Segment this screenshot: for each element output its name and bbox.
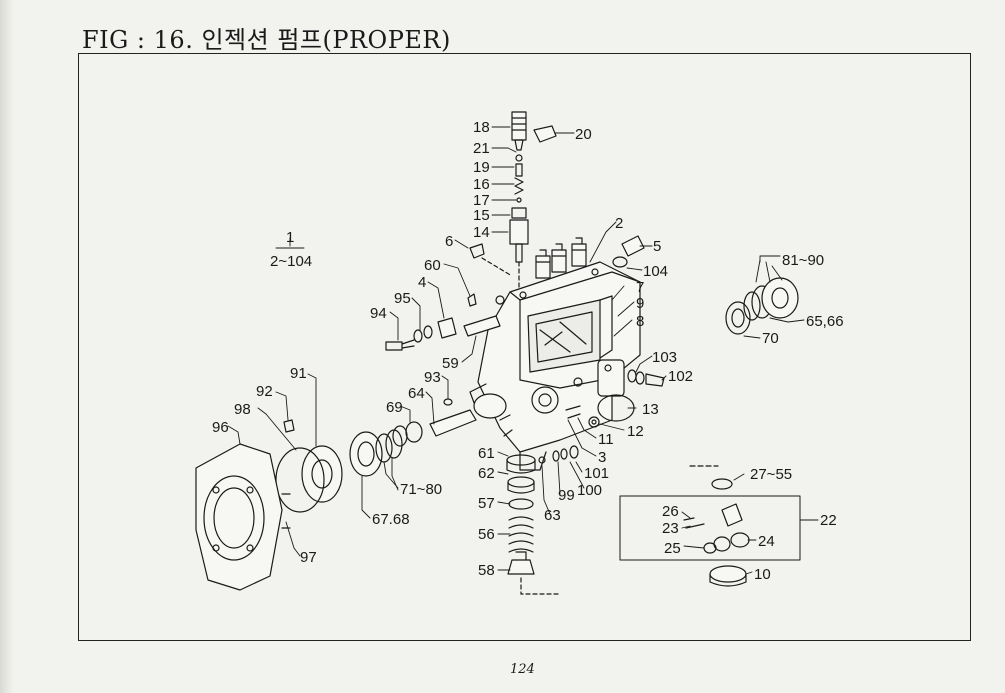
delivery-valve-holders [535,237,587,279]
callout-71-80: 71~80 [400,481,442,498]
callout-22: 22 [820,512,837,529]
callout-18: 18 [473,119,490,136]
callout-56: 56 [478,526,495,543]
page-number: 124 [510,662,535,677]
figure-title: FIG : 16. 인젝션 펌프(PROPER) [82,26,451,54]
callout-96: 96 [212,419,229,436]
bearing-rings [349,429,403,477]
callout-104: 104 [643,263,668,280]
callout-17: 17 [473,192,490,209]
callout-100: 100 [577,482,602,499]
callout-95: 95 [394,290,411,307]
callout-21: 21 [473,140,490,157]
callout-94: 94 [370,305,387,322]
callout-81-90: 81~90 [782,252,824,269]
callout-63: 63 [544,507,561,524]
callout-2: 2 [615,215,623,232]
part-6-screw [469,243,485,259]
callout-101: 101 [584,465,609,482]
callout-20: 20 [575,126,592,143]
callout-91: 91 [290,365,307,382]
callout-12: 12 [627,423,644,440]
callout-19: 19 [473,159,490,176]
nozzle-holder-stack [509,111,557,291]
callout-25: 25 [664,540,681,557]
governor-rings [725,277,799,335]
callout-23: 23 [662,520,679,537]
callout-92: 92 [256,383,273,400]
callout-15: 15 [473,207,490,224]
linkage-bolts [385,315,501,351]
callout-98: 98 [234,401,251,418]
callout-27-55: 27~55 [750,466,792,483]
callout-102: 102 [668,368,693,385]
callout-4: 4 [418,274,426,291]
callout-67-68: 67.68 [372,511,410,528]
callout-9: 9 [636,295,644,312]
callout-97: 97 [300,549,317,566]
part-10-cap [709,565,747,583]
callout-64: 64 [408,385,425,402]
callout-65-66: 65,66 [806,313,844,330]
callout-16: 16 [473,176,490,193]
callout-61: 61 [478,445,495,462]
callout-8: 8 [636,313,644,330]
part-5-fitting [621,235,645,257]
callout-6: 6 [445,233,453,250]
callout-57: 57 [478,495,495,512]
callout-24: 24 [758,533,775,550]
callout-62: 62 [478,465,495,482]
callout-14: 14 [473,224,490,241]
callout-26: 26 [662,503,679,520]
diagram-frame [78,53,971,641]
callout-70: 70 [762,330,779,347]
callout-99: 99 [558,487,575,504]
pump-housing [469,261,641,471]
part-91-plate [301,445,343,503]
plunger-stack [506,454,561,595]
callout-69: 69 [386,399,403,416]
flange-housing [195,443,291,591]
assembly-label-bottom: 2~104 [270,253,312,270]
callout-3: 3 [598,449,606,466]
camshaft [392,393,507,447]
callout-103: 103 [652,349,677,366]
assembly-label-top: 1 [286,229,294,246]
part-22-group-box [619,495,801,561]
callout-7: 7 [636,279,644,296]
page-binding-edge [0,0,14,693]
callout-58: 58 [478,562,495,579]
callout-10: 10 [754,566,771,583]
callout-59: 59 [442,355,459,372]
callout-93: 93 [424,369,441,386]
callout-60: 60 [424,257,441,274]
callout-13: 13 [642,401,659,418]
callout-5: 5 [653,238,661,255]
callout-11: 11 [598,431,614,448]
